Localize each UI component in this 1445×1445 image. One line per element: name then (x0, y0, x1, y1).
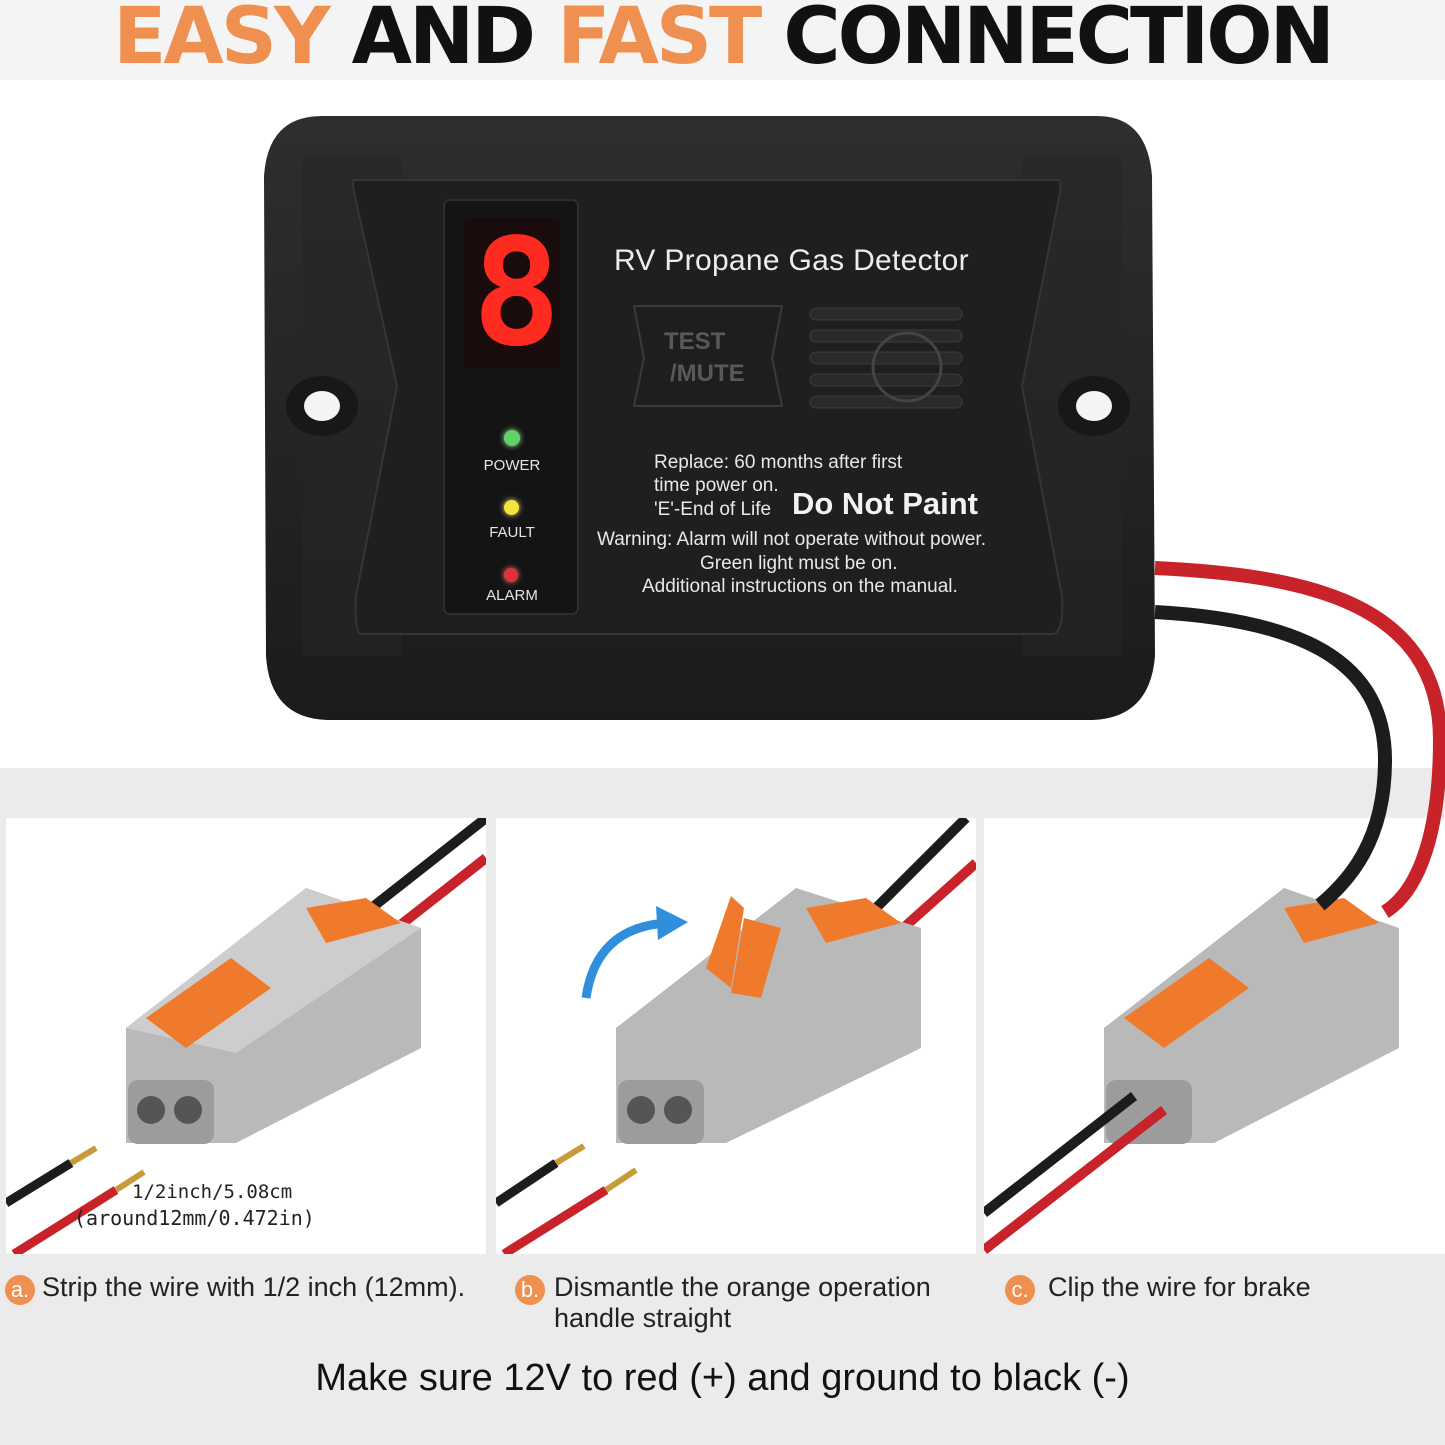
do-not-paint-text: Do Not Paint (792, 486, 978, 521)
step-c-text: Clip the wire for brake (1048, 1272, 1311, 1302)
alarm-led (504, 568, 518, 582)
wiring-polarity-note: Make sure 12V to red (+) and ground to b… (315, 1357, 1130, 1399)
seven-segment-display: 8 (472, 207, 562, 379)
gas-detector-device: 8 POWER FAULT ALARM RV Propane Gas Detec… (262, 96, 1157, 722)
alarm-label: ALARM (486, 587, 538, 604)
headline-word-and: AND (327, 0, 558, 82)
wire-clipped-illustration (984, 888, 1399, 1254)
replace-line-1: Replace: 60 months after first (654, 452, 903, 473)
step-b-text-line-2: handle straight (554, 1303, 732, 1333)
headline: EASY AND FAST CONNECTION (0, 0, 1445, 82)
step-c-panel (984, 818, 1445, 1254)
mute-label: /MUTE (670, 360, 745, 387)
strip-length-note: (around12mm/0.472in) (74, 1206, 315, 1230)
power-led (504, 430, 520, 446)
power-label: POWER (483, 457, 541, 474)
step-c-badge: c. (1005, 1275, 1035, 1305)
test-mute-button[interactable]: TEST /MUTE (634, 308, 784, 404)
device-body-graphic (264, 116, 1155, 720)
step-a-badge: a. (5, 1275, 35, 1305)
connector-strip-illustration (6, 818, 486, 1254)
warning-line-3: Additional instructions on the manual. (642, 576, 958, 597)
test-label: TEST (664, 328, 726, 355)
step-b-badge: b. (515, 1275, 545, 1305)
device-title: RV Propane Gas Detector (614, 244, 969, 277)
warning-line-2: Green light must be on. (700, 553, 898, 574)
strip-length-label: 1/2inch/5.08cm (132, 1181, 293, 1203)
end-of-life-text: 'E'-End of Life (654, 499, 772, 520)
replace-line-2: time power on. (654, 475, 779, 496)
headline-word-fast: FAST (557, 0, 762, 82)
step-a-text: Strip the wire with 1/2 inch (12mm). (42, 1272, 466, 1302)
headline-word-connection: CONNECTION (759, 0, 1334, 82)
fault-led (504, 500, 519, 515)
step-b-panel (496, 818, 976, 1254)
step-b-text-line-1: Dismantle the orange operation (554, 1272, 931, 1302)
step-a-panel: 1/2inch/5.08cm (around12mm/0.472in) (6, 818, 486, 1254)
lever-open-illustration (496, 818, 976, 1254)
fault-label: FAULT (489, 524, 535, 541)
headline-word-easy: EASY (113, 0, 330, 82)
warning-line-1: Warning: Alarm will not operate without … (597, 529, 986, 550)
